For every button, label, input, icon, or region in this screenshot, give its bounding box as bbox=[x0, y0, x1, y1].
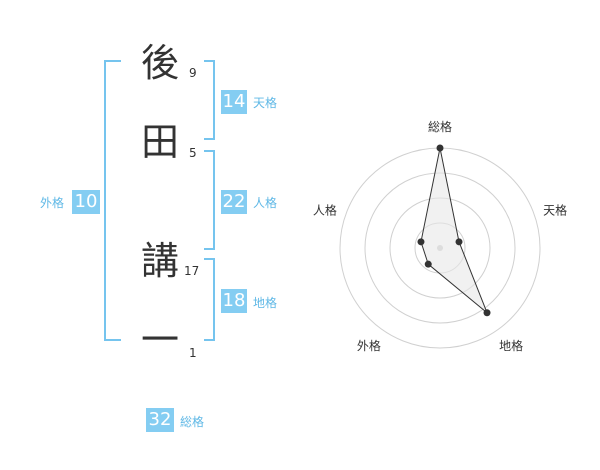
gaikaku-value: 10 bbox=[72, 190, 100, 214]
jinkaku-label: 人格 bbox=[253, 196, 278, 210]
outer-bracket-line bbox=[104, 60, 106, 341]
radar-axis-label: 人格 bbox=[313, 203, 337, 218]
soukaku-label: 総格 bbox=[180, 415, 205, 429]
stroke-count-4: 1 bbox=[189, 346, 197, 360]
stroke-count-1: 9 bbox=[189, 66, 197, 80]
radar-point bbox=[417, 238, 425, 246]
gaikaku-label: 外格 bbox=[40, 196, 65, 210]
chikaku-bracket-bottom bbox=[204, 339, 215, 341]
jinkaku-bracket-line bbox=[213, 150, 215, 250]
tenkaku-bracket-bottom bbox=[204, 138, 215, 140]
radar-polygon bbox=[420, 147, 488, 314]
tenkaku-bracket-line bbox=[213, 60, 215, 140]
chikaku-value: 18 bbox=[221, 289, 247, 313]
radar-axis-label: 総格 bbox=[428, 119, 452, 134]
radar-axis-label: 外格 bbox=[357, 338, 381, 353]
outer-bracket-top bbox=[104, 60, 121, 62]
radar-axis-label: 地格 bbox=[499, 338, 523, 353]
outer-bracket-bottom bbox=[104, 339, 121, 341]
chikaku-bracket-line bbox=[213, 258, 215, 341]
name-char-4: 一 bbox=[140, 318, 179, 362]
name-char-1: 後 bbox=[140, 41, 179, 85]
tenkaku-value: 14 bbox=[221, 90, 247, 114]
radar-points bbox=[417, 144, 491, 317]
radar-point bbox=[483, 309, 491, 317]
radar-point bbox=[455, 238, 463, 246]
tenkaku-label: 天格 bbox=[253, 96, 278, 110]
stroke-count-2: 5 bbox=[189, 146, 197, 160]
radar-axis-label: 天格 bbox=[543, 203, 567, 218]
name-char-2: 田 bbox=[140, 120, 179, 164]
chikaku-bracket-top bbox=[204, 258, 215, 260]
radar-point bbox=[436, 144, 444, 152]
tenkaku-bracket-top bbox=[204, 60, 215, 62]
radar-point bbox=[424, 260, 432, 268]
jinkaku-value: 22 bbox=[221, 190, 247, 214]
chikaku-label: 地格 bbox=[253, 296, 278, 310]
stroke-count-3: 17 bbox=[184, 264, 200, 278]
name-char-3: 講 bbox=[140, 239, 179, 283]
jinkaku-bracket-top bbox=[204, 150, 215, 152]
soukaku-value: 32 bbox=[146, 408, 174, 432]
jinkaku-bracket-bottom bbox=[204, 248, 215, 250]
